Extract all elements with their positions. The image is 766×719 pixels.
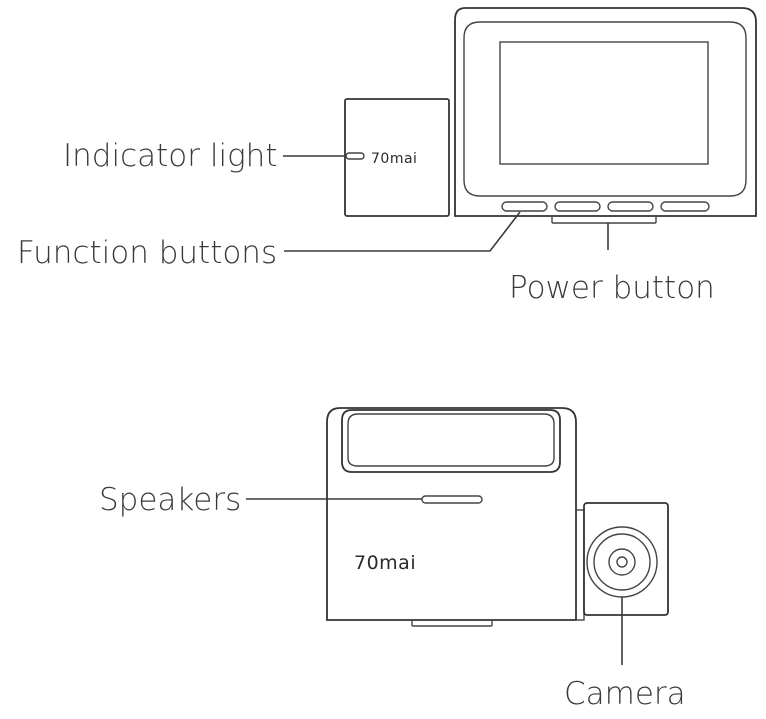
bottom-tab: [411, 619, 493, 627]
camera-label: Camera: [564, 676, 686, 712]
mount-block-inner: [347, 413, 555, 467]
indicator-light-label: Indicator light: [63, 138, 277, 174]
camera-lens-mid: [608, 548, 636, 576]
power-button: [551, 215, 657, 224]
top-device-view: [344, 7, 757, 224]
bottom-brand-logo: 70mai: [354, 552, 416, 574]
camera-mount-strip: [575, 509, 585, 621]
camera-lens-core: [616, 556, 628, 568]
function-button-3: [607, 201, 654, 212]
power-button-label: Power button: [509, 270, 715, 306]
function-buttons-leader: [284, 211, 521, 252]
function-button-1: [501, 201, 548, 212]
display-screen: [499, 41, 709, 165]
mount-block: [341, 409, 561, 473]
speakers-label: Speakers: [99, 482, 241, 518]
function-button-2: [554, 201, 601, 212]
bottom-device-view: [326, 407, 669, 627]
function-button-4: [660, 201, 710, 212]
top-brand-logo: 70mai: [371, 151, 417, 167]
function-buttons-label: Function buttons: [17, 235, 277, 271]
screen-bezel: [463, 21, 747, 197]
camera-lens-ring: [593, 533, 651, 591]
